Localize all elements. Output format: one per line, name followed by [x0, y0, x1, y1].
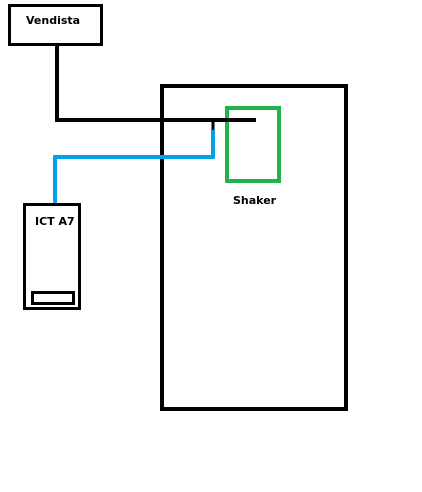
- ict-a7-box: [23, 203, 81, 310]
- shaker-box: [225, 106, 281, 183]
- vending-machine-body: [160, 84, 348, 411]
- vendista-cable: [55, 46, 256, 122]
- ict-a7-label: ICT A7: [35, 215, 75, 228]
- vendista-box: [8, 4, 103, 46]
- ict-a7-slot: [31, 291, 75, 305]
- shaker-label: Shaker: [233, 194, 277, 207]
- ict-a7-cable: [53, 130, 215, 203]
- vendista-label: Vendista: [26, 14, 81, 27]
